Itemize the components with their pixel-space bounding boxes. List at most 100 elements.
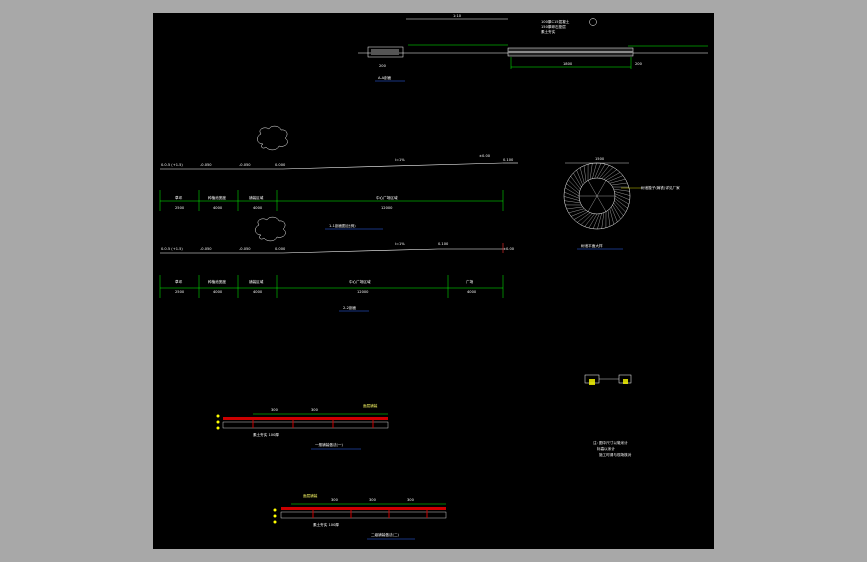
s2-dim-label-2: 种植池宽度 bbox=[208, 279, 226, 284]
tree-grate-spoke bbox=[607, 210, 611, 227]
tree-grate-spoke bbox=[614, 191, 631, 196]
tree-grate-inner-line bbox=[596, 180, 607, 197]
paving-detail-b: 300 300 300 面层铺装 素土夯实 100厚 二级铺装做法(二) bbox=[273, 493, 447, 540]
notes-block: 注: 图中尺寸以毫米计 标高以米计 施工时请与现场核对 bbox=[593, 440, 632, 457]
top-detail-symbol bbox=[589, 18, 597, 26]
top-title: A-A剖面 bbox=[378, 75, 392, 80]
s2-elev-left: 0.0.5 (+1.5) bbox=[161, 247, 183, 251]
tree-grate-spoke bbox=[566, 206, 583, 210]
s1-elev-a: -0.050 bbox=[200, 163, 212, 167]
s1-dim-value-4: 12000 bbox=[381, 206, 393, 210]
s2-slope: i=1% bbox=[395, 242, 405, 246]
top-note-1: 100厚C15混凝土 bbox=[541, 19, 570, 24]
s1-dim-value-2: 4000 bbox=[213, 206, 223, 210]
s1-elev-c: 0.000 bbox=[275, 163, 286, 167]
tree-grate-spoke bbox=[614, 198, 628, 209]
pb-dim-2: 300 bbox=[369, 498, 377, 502]
tree-grate-spoke bbox=[596, 163, 606, 179]
s2-ground-slope bbox=[282, 248, 439, 254]
pa-base bbox=[222, 421, 389, 429]
tree-grate-spoke bbox=[592, 162, 597, 179]
pa-dim-2: 300 bbox=[311, 408, 319, 412]
top-gravel bbox=[371, 49, 399, 55]
notes-line-1: 注: 图中尺寸以毫米计 bbox=[593, 440, 628, 445]
tree-grate-inner-line bbox=[587, 195, 598, 212]
pa-top-layer bbox=[223, 417, 388, 420]
top-curb-left bbox=[367, 46, 404, 58]
pb-dim-3: 300 bbox=[407, 498, 415, 502]
tree-plan-title: 树池平面大样 bbox=[581, 243, 603, 248]
s1-dim-label-1: 草坪 bbox=[175, 195, 183, 200]
tree-grate-spoke bbox=[564, 200, 581, 204]
tree-grate-spoke bbox=[613, 202, 624, 216]
section-1: 0.0.5 (+1.5) -0.050 -0.050 0.000 i=1% 0.… bbox=[159, 125, 518, 230]
tree-grate-spoke bbox=[597, 213, 602, 230]
tree-grate-spoke bbox=[613, 188, 630, 192]
tree-grate-spoke bbox=[614, 193, 630, 201]
s2-dim-value-3: 4000 bbox=[253, 290, 263, 294]
top-note-3: 素土夯实 bbox=[541, 29, 556, 34]
top-dim-left: 200 bbox=[379, 64, 387, 68]
notes-line-3: 施工时请与现场核对 bbox=[599, 452, 632, 457]
tree-plan-note: 树池篦子(铸铁)详见厂家 bbox=[641, 185, 680, 190]
tree-grate-spoke bbox=[605, 172, 621, 181]
s2-dim-label-5: 广场 bbox=[466, 279, 474, 284]
cad-viewport[interactable]: 1:10 200 1800 200 A-A剖面 100厚C15混凝土 150厚碎… bbox=[153, 13, 714, 549]
s2-elev-a: -0.050 bbox=[200, 247, 212, 251]
pb-dim-1: 300 bbox=[331, 498, 339, 502]
tree-grate-spoke bbox=[614, 195, 630, 205]
tree-grate-spoke bbox=[568, 208, 585, 213]
tree-grate-spoke bbox=[576, 170, 583, 186]
pa-marker-3 bbox=[216, 426, 220, 430]
pb-top-layer bbox=[281, 507, 446, 510]
pb-marker-2 bbox=[273, 514, 277, 518]
pb-note-top: 面层铺装 bbox=[303, 493, 318, 498]
s2-dim-label-4: 中心广场区域 bbox=[349, 279, 371, 284]
s1-dim-label-4: 中心广场区域 bbox=[376, 195, 398, 200]
cad-drawing: 1:10 200 1800 200 A-A剖面 100厚C15混凝土 150厚碎… bbox=[159, 14, 708, 540]
tree-grate-spoke bbox=[609, 179, 626, 184]
section-2: 0.0.5 (+1.5) -0.050 -0.050 0.000 i=1% 0.… bbox=[159, 216, 515, 312]
s2-dim-value-2: 4000 bbox=[213, 290, 223, 294]
s2-title: 2-2剖面 bbox=[343, 305, 356, 310]
tree-grate-spoke bbox=[592, 213, 600, 229]
tree-grate-spoke bbox=[580, 167, 585, 184]
tree-grate-spoke bbox=[588, 213, 598, 229]
tree-grate-spoke bbox=[573, 172, 582, 188]
tree-grate-inner-line bbox=[596, 195, 607, 212]
pb-marker-3 bbox=[273, 520, 277, 524]
small-detail-mark-2 bbox=[623, 379, 628, 384]
tree-grate-spoke bbox=[566, 183, 580, 194]
tree-grate-spoke bbox=[589, 163, 593, 180]
tree-plan-outer-circle bbox=[563, 162, 631, 230]
s2-elev-d: 0.100 bbox=[438, 242, 449, 246]
tree-grate-spoke bbox=[609, 208, 614, 225]
s2-elev-right: ±0.00 bbox=[503, 247, 515, 251]
tree-grate-spoke bbox=[570, 176, 581, 190]
tree-plan-dim: 1500 bbox=[595, 157, 605, 161]
pb-marker-1 bbox=[273, 508, 277, 512]
tree-grate-spoke bbox=[607, 175, 623, 182]
s1-ground-slope bbox=[282, 162, 504, 170]
tree-grate-spoke bbox=[584, 213, 595, 227]
s1-elev-left: 0.0.5 (+1.5) bbox=[161, 163, 183, 167]
s1-dim-value-3: 4000 bbox=[253, 206, 263, 210]
s1-elev-right: 0.100 bbox=[503, 158, 514, 162]
tree-plan: 1500 树池篦子(铸铁)详见厂家 树池平面大样 bbox=[563, 157, 680, 250]
tree-grate-spoke bbox=[573, 211, 589, 220]
top-note-2: 150厚碎石垫层 bbox=[541, 24, 566, 29]
notes-line-2: 标高以米计 bbox=[597, 446, 615, 451]
pa-note-top: 面层铺装 bbox=[363, 403, 378, 408]
tree-plan-grate bbox=[563, 162, 631, 230]
tree-grate-spoke bbox=[583, 165, 587, 182]
pb-title: 二级铺装做法(二) bbox=[371, 532, 400, 537]
tree-elevation-1 bbox=[257, 125, 288, 151]
tree-grate-spoke bbox=[612, 204, 621, 220]
s2-elev-b: -0.050 bbox=[239, 247, 251, 251]
tree-grate-spoke bbox=[594, 163, 602, 179]
tree-grate-spoke bbox=[564, 187, 580, 197]
s2-dim-label-1: 草坪 bbox=[175, 279, 183, 284]
tree-grate-spoke bbox=[564, 191, 580, 199]
tree-grate-spoke bbox=[577, 212, 591, 223]
top-dim-right: 200 bbox=[635, 62, 643, 66]
